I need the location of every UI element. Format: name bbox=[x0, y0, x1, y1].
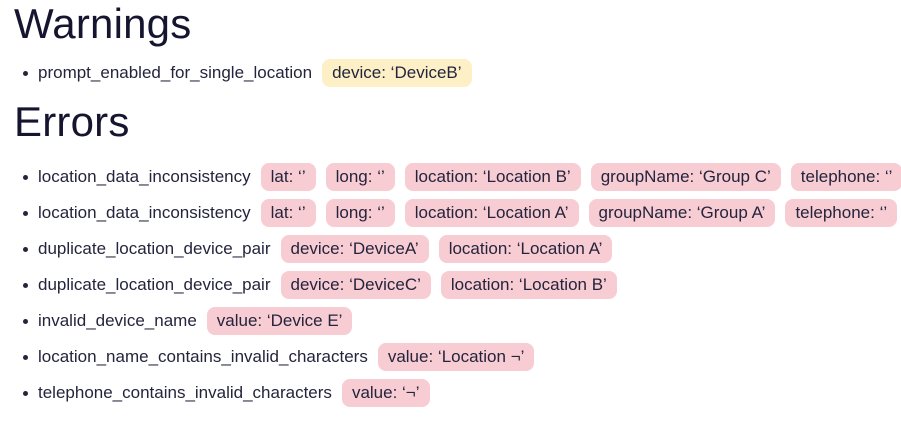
warnings-section: Warnings prompt_enabled_for_single_locat… bbox=[14, 3, 901, 87]
validation-report: Warnings prompt_enabled_for_single_locat… bbox=[14, 3, 901, 407]
error-item: location_name_contains_invalid_character… bbox=[14, 343, 901, 371]
error-item: duplicate_location_device_pair device: ‘D… bbox=[14, 271, 901, 299]
bullet-icon bbox=[23, 174, 28, 180]
error-context-badge: device: ‘DeviceA’ bbox=[280, 235, 429, 263]
bullet-icon bbox=[23, 246, 28, 252]
warning-context-badge: device: ‘DeviceB’ bbox=[322, 59, 472, 87]
error-context-badge: value: ‘¬’ bbox=[341, 379, 430, 407]
error-context-badge: location: ‘Location B’ bbox=[440, 271, 617, 299]
error-item: invalid_device_name value: ‘Device E’ bbox=[14, 307, 901, 335]
error-context-badge: value: ‘Device E’ bbox=[206, 307, 353, 335]
bullet-icon bbox=[23, 210, 28, 216]
error-item: telephone_contains_invalid_characters val… bbox=[14, 379, 901, 407]
issue-code: location_data_inconsistency bbox=[38, 203, 251, 222]
error-context-badge: long: ‘’ bbox=[325, 163, 395, 191]
warnings-list: prompt_enabled_for_single_location device… bbox=[14, 59, 901, 87]
error-context-badge: location: ‘Location A’ bbox=[404, 199, 579, 227]
error-item: location_data_inconsistency lat: ‘’ long: … bbox=[14, 199, 901, 227]
bullet-icon bbox=[23, 70, 28, 76]
error-context-badge: groupName: ‘Group C’ bbox=[590, 163, 781, 191]
issue-code: duplicate_location_device_pair bbox=[38, 239, 271, 258]
error-context-badge: groupName: ‘Group A’ bbox=[588, 199, 776, 227]
issue-code: duplicate_location_device_pair bbox=[38, 275, 271, 294]
error-context-badge: location: ‘Location B’ bbox=[404, 163, 581, 191]
errors-heading: Errors bbox=[14, 98, 130, 145]
warnings-heading: Warnings bbox=[14, 0, 192, 47]
error-item: location_data_inconsistency lat: ‘’ long: … bbox=[14, 163, 901, 191]
bullet-icon bbox=[23, 318, 28, 324]
error-context-badge: lat: ‘’ bbox=[260, 199, 316, 227]
bullet-icon bbox=[23, 282, 28, 288]
errors-section: Errors location_data_inconsistency lat: ‘… bbox=[14, 101, 901, 407]
issue-code: prompt_enabled_for_single_location bbox=[38, 63, 313, 82]
error-context-badge: value: ‘Location ¬’ bbox=[377, 343, 535, 371]
issue-code: telephone_contains_invalid_characters bbox=[38, 383, 332, 402]
error-item: duplicate_location_device_pair device: ‘D… bbox=[14, 235, 901, 263]
errors-list: location_data_inconsistency lat: ‘’ long: … bbox=[14, 163, 901, 407]
error-context-badge: lat: ‘’ bbox=[260, 163, 316, 191]
error-context-badge: location: ‘Location A’ bbox=[438, 235, 613, 263]
error-context-badge: device: ‘DeviceC’ bbox=[280, 271, 431, 299]
issue-code: invalid_device_name bbox=[38, 311, 197, 330]
error-context-badge: telephone: ‘’ bbox=[785, 199, 898, 227]
bullet-icon bbox=[23, 354, 28, 360]
issue-code: location_data_inconsistency bbox=[38, 167, 251, 186]
error-context-badge: long: ‘’ bbox=[325, 199, 395, 227]
error-context-badge: telephone: ‘’ bbox=[790, 163, 901, 191]
issue-code: location_name_contains_invalid_character… bbox=[38, 347, 368, 366]
warning-item: prompt_enabled_for_single_location device… bbox=[14, 59, 901, 87]
bullet-icon bbox=[23, 390, 28, 396]
